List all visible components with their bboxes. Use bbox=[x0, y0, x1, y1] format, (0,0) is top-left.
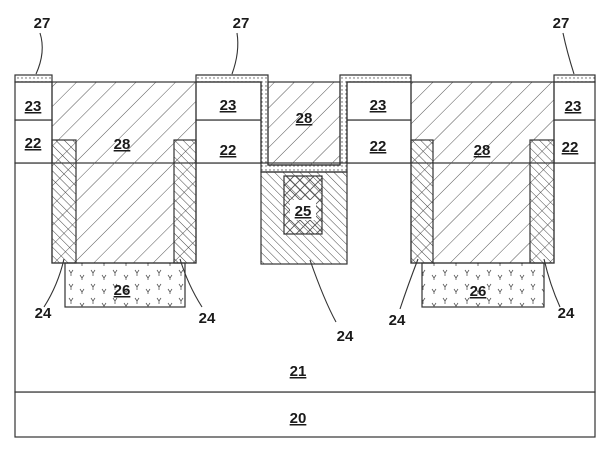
label-24: 24 bbox=[558, 305, 575, 322]
layer-22-block bbox=[14, 119, 53, 164]
label-22: 22 bbox=[370, 138, 387, 155]
label-26: 26 bbox=[470, 283, 487, 300]
label-22: 22 bbox=[562, 139, 579, 156]
label-22: 22 bbox=[25, 135, 42, 152]
label-20: 20 bbox=[290, 410, 307, 427]
layer-22-block bbox=[346, 119, 412, 164]
leader-lines bbox=[35, 32, 575, 323]
region-26-right bbox=[421, 262, 545, 308]
spacer-24 bbox=[173, 139, 197, 264]
label-23: 23 bbox=[565, 98, 582, 115]
label-24: 24 bbox=[337, 328, 354, 345]
layer-23-block bbox=[14, 81, 53, 121]
spacer-24 bbox=[51, 139, 77, 264]
label-23: 23 bbox=[25, 98, 42, 115]
spacer-24 bbox=[529, 139, 555, 264]
label-28: 28 bbox=[474, 142, 491, 159]
label-28: 28 bbox=[296, 110, 313, 127]
label-24: 24 bbox=[199, 310, 216, 327]
label-27: 27 bbox=[553, 15, 570, 32]
label-22: 22 bbox=[220, 142, 237, 159]
label-27: 27 bbox=[34, 15, 51, 32]
layer-23-block bbox=[195, 81, 262, 121]
label-25: 25 bbox=[295, 203, 312, 220]
layer-27-cap bbox=[14, 74, 53, 83]
label-24: 24 bbox=[389, 312, 406, 329]
label-26: 26 bbox=[114, 282, 131, 299]
label-23: 23 bbox=[370, 97, 387, 114]
label-27: 27 bbox=[233, 15, 250, 32]
spacer-24 bbox=[410, 139, 434, 264]
fill-28-middle bbox=[267, 81, 341, 166]
label-23: 23 bbox=[220, 97, 237, 114]
layer-27-cap bbox=[553, 74, 596, 83]
label-21: 21 bbox=[290, 363, 307, 380]
region-25-label-bg bbox=[290, 200, 316, 220]
label-24: 24 bbox=[35, 305, 52, 322]
label-28: 28 bbox=[114, 136, 131, 153]
layer-23-block bbox=[553, 81, 596, 121]
layer-20 bbox=[14, 391, 596, 438]
